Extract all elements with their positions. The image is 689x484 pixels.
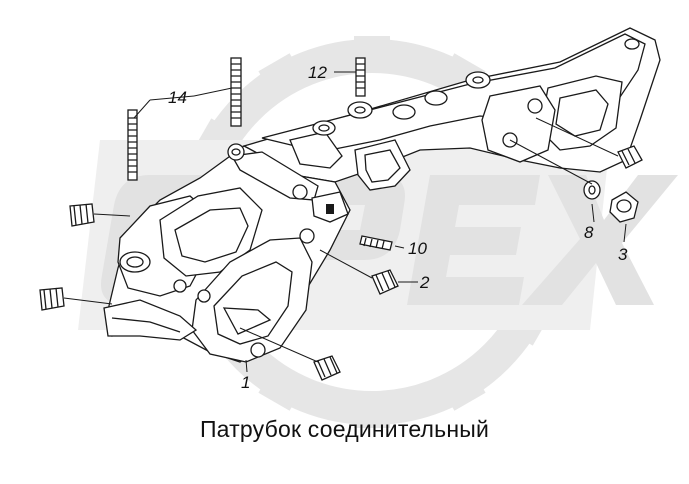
branch-pipe-body xyxy=(103,27,661,363)
washer-8 xyxy=(583,180,601,200)
leader-lines xyxy=(63,71,627,373)
plug-right xyxy=(617,145,643,169)
stud-14-right xyxy=(230,57,242,127)
diagram-title: Патрубок соединительный xyxy=(199,416,490,442)
callout-1: 1 xyxy=(241,373,250,392)
plug-bottom xyxy=(313,355,341,381)
callout-labels: 14 12 10 2 8 3 1 xyxy=(168,63,628,392)
callout-10: 10 xyxy=(408,239,427,258)
callout-3: 3 xyxy=(618,245,628,264)
stud-14-left xyxy=(127,109,138,181)
plug-2 xyxy=(371,269,399,295)
callout-14: 14 xyxy=(168,88,187,107)
callout-8: 8 xyxy=(584,223,594,242)
stud-12 xyxy=(355,57,366,97)
callout-2: 2 xyxy=(419,273,430,292)
plug-left-upper xyxy=(69,203,95,227)
plug-left-lower xyxy=(39,287,65,311)
callout-12: 12 xyxy=(308,63,327,82)
plug-3 xyxy=(609,191,639,223)
stud-10 xyxy=(359,235,393,251)
